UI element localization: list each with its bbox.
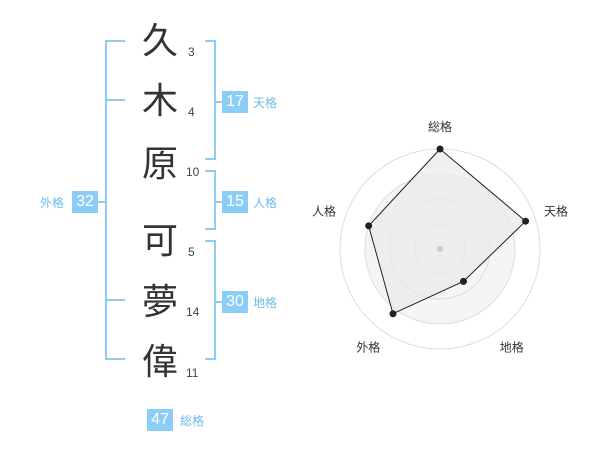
jinkaku-bracket-bottom-tick <box>205 228 215 230</box>
gaikaku-bracket-mid-tick <box>105 299 125 301</box>
radar-center-point <box>437 246 443 252</box>
gaikaku-label: 外格 <box>40 196 65 210</box>
chikaku-bracket-vertical <box>214 240 216 360</box>
radar-axis-label-3: 地格 <box>500 340 524 355</box>
stroke-count-4: 5 <box>188 245 195 259</box>
stroke-count-2: 4 <box>188 105 195 119</box>
chikaku-value-badge: 30 <box>222 291 248 313</box>
tenkaku-bracket-connector <box>214 101 222 103</box>
name-char-4: 可 <box>141 221 178 262</box>
tenkaku-bracket-top-tick <box>205 40 215 42</box>
radar-point-3 <box>460 277 468 285</box>
stroke-count-5: 14 <box>186 305 200 319</box>
jinkaku-bracket-connector <box>214 201 222 203</box>
radar-point-2 <box>522 217 530 225</box>
radar-axis-label-2: 天格 <box>544 203 568 218</box>
tenkaku-value-badge: 17 <box>222 91 248 113</box>
tenkaku-label: 天格 <box>253 96 278 110</box>
gaikaku-bracket-connector <box>98 201 106 203</box>
tenkaku-bracket-vertical <box>214 40 216 160</box>
soukaku-value-badge: 47 <box>147 409 173 431</box>
chikaku-label: 地格 <box>253 296 278 310</box>
name-char-6: 偉 <box>141 342 178 383</box>
tenkaku-bracket-bottom-tick <box>205 158 215 160</box>
radar-point-5 <box>365 222 373 230</box>
jinkaku-bracket-vertical <box>214 170 216 230</box>
jinkaku-bracket-top-tick <box>205 170 215 172</box>
gaikaku-bracket-top-tick <box>105 40 125 42</box>
radar-axis-label-5: 人格 <box>312 203 336 218</box>
name-char-1: 久 <box>141 21 178 62</box>
chikaku-bracket-top-tick <box>205 240 215 242</box>
gaikaku-bracket-vertical <box>105 40 107 360</box>
name-char-2: 木 <box>141 81 178 122</box>
name-char-5: 夢 <box>141 282 178 323</box>
stroke-count-1: 3 <box>188 45 195 59</box>
gaikaku-value-badge: 32 <box>72 191 98 213</box>
soukaku-label: 総格 <box>180 414 205 428</box>
radar-point-4 <box>389 310 397 318</box>
radar-point-1 <box>436 145 444 153</box>
gaikaku-bracket-bottom-tick <box>105 358 125 360</box>
radar-value-polygon <box>368 148 527 315</box>
chikaku-bracket-bottom-tick <box>205 358 215 360</box>
gaikaku-bracket-mid-tick <box>105 99 125 101</box>
stroke-count-3: 10 <box>186 165 200 179</box>
chikaku-bracket-connector <box>214 301 222 303</box>
radar-axis-label-1: 総格 <box>428 119 452 134</box>
radar-axis-label-4: 外格 <box>356 340 380 355</box>
jinkaku-value-badge: 15 <box>222 191 248 213</box>
name-char-3: 原 <box>141 144 178 185</box>
stroke-count-6: 11 <box>186 366 199 380</box>
jinkaku-label: 人格 <box>253 196 278 210</box>
